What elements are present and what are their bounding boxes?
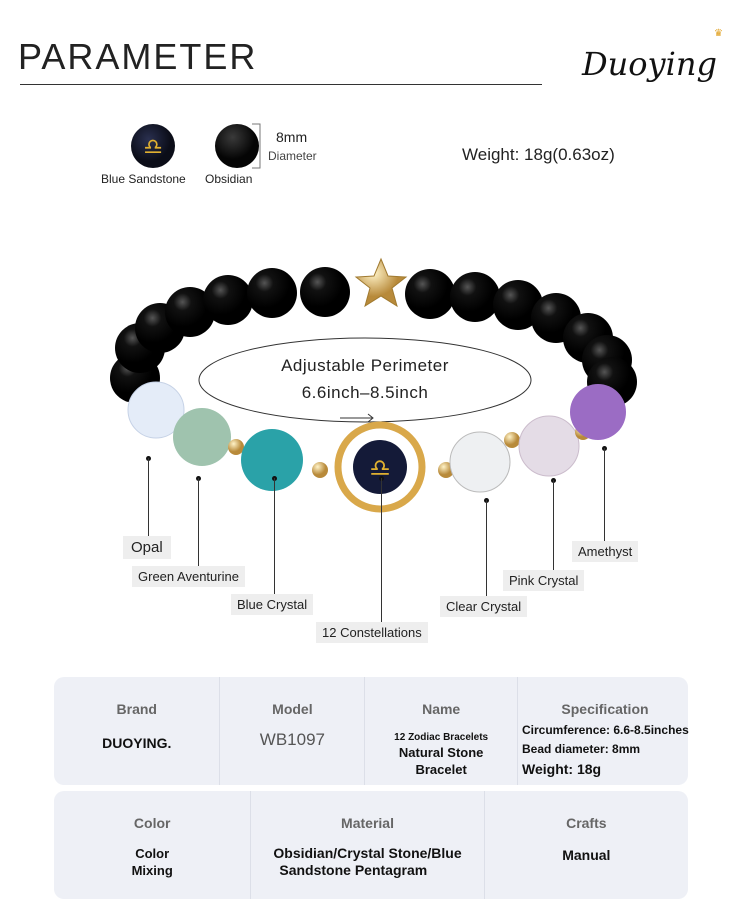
svg-text:♎: ♎ xyxy=(143,135,163,160)
obsidian-beads xyxy=(110,267,637,407)
perimeter-title: Adjustable Perimeter xyxy=(281,356,449,375)
bracelet-illustration: ♎ xyxy=(110,257,637,513)
perimeter-ellipse xyxy=(198,337,532,423)
spec-header: Specification xyxy=(561,701,649,717)
label-pink-crystal: Pink Crystal xyxy=(503,570,585,591)
page-title: PARAMETER xyxy=(18,36,258,77)
obsidian-label: Obsidian xyxy=(205,172,253,186)
material-header: Material xyxy=(341,815,394,831)
pink-crystal-bead xyxy=(518,415,580,477)
label-blue-crystal: Blue Crystal xyxy=(231,594,314,615)
material-line-2: Sandstone Pentagram xyxy=(279,862,428,878)
opal-bead xyxy=(127,381,185,439)
brand-header: Brand xyxy=(116,701,157,717)
bead-swatches: ♎ xyxy=(131,123,261,169)
brand-logo: Duoying xyxy=(582,45,717,83)
name-line-1: 12 Zodiac Bracelets xyxy=(394,732,489,743)
blue-crystal-bead xyxy=(241,429,303,491)
size-value: 8mm xyxy=(276,129,308,145)
gold-spacer xyxy=(228,439,244,455)
green-aventurine-bead xyxy=(173,408,231,466)
spec-weight: Weight: 18g xyxy=(522,761,602,777)
gold-spacer xyxy=(504,432,520,448)
label-clear-crystal: Clear Crystal xyxy=(440,596,528,617)
star-charm xyxy=(354,257,408,308)
svg-text:♎: ♎ xyxy=(369,454,391,482)
spec-table-row-1: Brand DUOYING. Model WB1097 Name 12 Zodi… xyxy=(54,677,689,785)
blue-sandstone-swatch: ♎ xyxy=(131,124,175,168)
perimeter-range: 6.6inch–8.5inch xyxy=(301,383,429,402)
size-label: Diameter xyxy=(268,149,317,163)
title-divider xyxy=(20,84,542,85)
color-line-2: Mixing xyxy=(131,863,173,878)
clear-crystal-bead xyxy=(449,431,511,493)
gold-spacer xyxy=(312,462,328,478)
color-header: Color xyxy=(133,815,171,831)
blue-sandstone-label: Blue Sandstone xyxy=(101,172,186,186)
label-green-aventurine: Green Aventurine xyxy=(132,566,245,587)
brand-value: DUOYING. xyxy=(102,735,172,751)
spec-circumference: Circumference: 6.6-8.5inches xyxy=(522,723,689,737)
name-line-2: Natural Stone xyxy=(398,745,484,760)
spec-bead-diameter: Bead diameter: 8mm xyxy=(522,742,641,756)
amethyst-bead xyxy=(570,384,626,440)
zodiac-ring xyxy=(334,421,426,513)
label-opal: Opal xyxy=(123,536,171,559)
crafts-header: Crafts xyxy=(566,815,607,831)
obsidian-swatch xyxy=(215,124,259,168)
model-header: Model xyxy=(272,701,313,717)
name-line-3: Bracelet xyxy=(415,762,467,777)
crown-icon: ♛ xyxy=(714,28,723,39)
weight-text: Weight: 18g(0.63oz) xyxy=(462,145,615,164)
spec-table-row-2: Color Color Mixing Material Obsidian/Cry… xyxy=(54,791,688,899)
crafts-value: Manual xyxy=(562,847,611,863)
label-12-constellations: 12 Constellations xyxy=(316,622,428,643)
zodiac-bead xyxy=(353,440,407,494)
model-value: WB1097 xyxy=(259,730,325,749)
material-line-1: Obsidian/Crystal Stone/Blue xyxy=(273,845,462,861)
name-header: Name xyxy=(422,701,461,717)
label-amethyst: Amethyst xyxy=(572,541,639,562)
color-line-1: Color xyxy=(135,846,170,861)
